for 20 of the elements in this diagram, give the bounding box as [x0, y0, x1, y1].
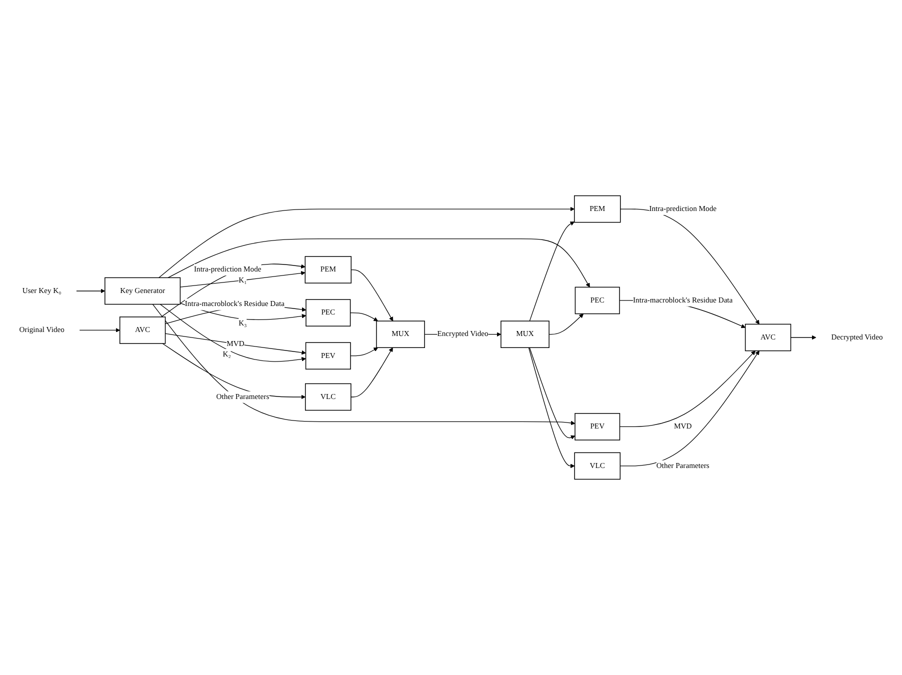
arrow: [158, 206, 575, 278]
arrow: [350, 347, 378, 356]
arrow: [76, 288, 106, 294]
arrow: [164, 333, 306, 355]
arrow: [162, 343, 306, 400]
arrow: [620, 208, 760, 324]
arrow: [350, 269, 394, 322]
arrow: [548, 314, 584, 335]
arrow: [180, 270, 306, 288]
arrow: [529, 221, 575, 322]
arrow: [79, 328, 120, 332]
arrow: [350, 347, 393, 398]
arrow: [529, 347, 576, 440]
arrow: [619, 350, 756, 428]
arrow: [528, 347, 575, 468]
arrow: [350, 312, 378, 322]
arrow: [620, 350, 760, 466]
arrow: [790, 335, 816, 340]
arrow: [160, 264, 306, 318]
arrow: [168, 238, 590, 288]
